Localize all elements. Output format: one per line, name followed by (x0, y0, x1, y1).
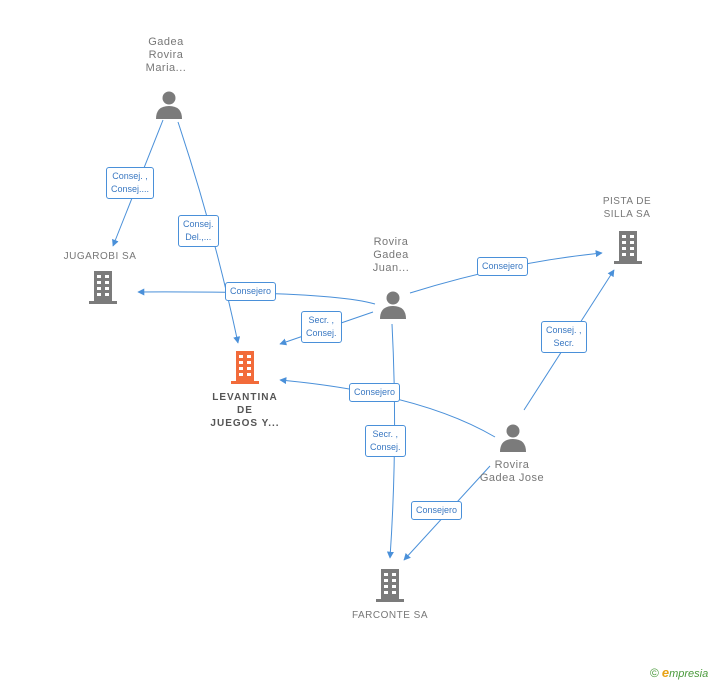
edge-jose-levantina (279, 377, 496, 438)
brand-logo: empresia (661, 665, 709, 680)
edge-label-juan-jugarobi[interactable]: Consejero (225, 282, 277, 301)
edge-label-jose-farconte[interactable]: Consejero (411, 501, 463, 520)
person-icon[interactable] (498, 423, 528, 453)
edge-juan-jugarobi (137, 288, 376, 305)
node-label-rovira-gadea-juan[interactable]: Rovira Gadea Juan... (372, 236, 410, 274)
copyright-symbol: © (650, 665, 659, 680)
node-label-rovira-gadea-jose[interactable]: Rovira Gadea Jose (479, 459, 545, 484)
person-icon[interactable] (154, 90, 184, 120)
edge-label-jose-levantina[interactable]: Consejero (349, 383, 401, 402)
node-label-jugarobi[interactable]: JUGAROBI SA (63, 251, 137, 262)
edge-label-juan-pista[interactable]: Consejero (477, 257, 529, 276)
edge-label-maria-levantina[interactable]: Consej. Del.,... (178, 215, 219, 247)
edge-label-juan-farconte[interactable]: Secr. , Consej. (365, 425, 406, 457)
edge-label-jose-pista[interactable]: Consej. , Secr. (541, 321, 587, 353)
person-icon[interactable] (378, 290, 408, 320)
building-icon[interactable] (613, 230, 643, 264)
edge-label-juan-levantina[interactable]: Secr. , Consej. (301, 311, 342, 343)
node-label-levantina[interactable]: LEVANTINA DE JUEGOS Y... (210, 392, 280, 429)
node-label-gadea-rovira-maria[interactable]: Gadea Rovira Maria... (145, 36, 187, 74)
building-icon[interactable] (88, 270, 118, 304)
building-icon[interactable] (375, 568, 405, 602)
edge-label-maria-jugarobi[interactable]: Consej. , Consej.... (106, 167, 155, 199)
node-label-pista-de-silla[interactable]: PISTA DE SILLA SA (602, 196, 652, 220)
building-icon[interactable] (230, 350, 260, 384)
node-label-farconte[interactable]: FARCONTE SA (351, 610, 429, 621)
footer-brand: © empresia (650, 665, 708, 680)
